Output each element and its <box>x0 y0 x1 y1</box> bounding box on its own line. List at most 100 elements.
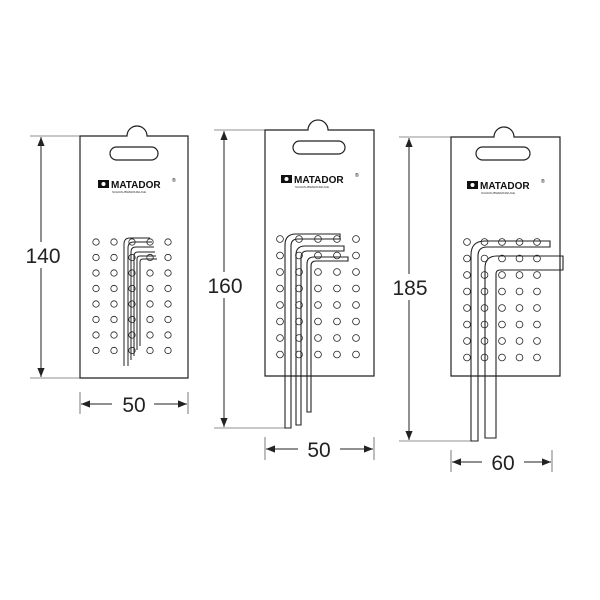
hole <box>314 350 322 359</box>
hole <box>463 254 471 263</box>
pack-1-height-label: 140 <box>25 245 60 268</box>
hole <box>480 238 489 246</box>
pack-1-card <box>79 125 189 379</box>
pack-3-reg: ® <box>541 178 545 185</box>
hole <box>515 271 524 279</box>
hole <box>463 238 471 246</box>
pack-3-width-label-bg <box>482 450 524 474</box>
pack-3-width-label: 60 <box>491 452 514 475</box>
hole <box>164 238 172 246</box>
pack-1-tagline: SCHRAUBWERKZEUGE <box>112 190 146 194</box>
hole <box>110 253 118 262</box>
hole <box>164 253 172 262</box>
hole <box>498 238 506 246</box>
hole <box>533 238 541 246</box>
hole <box>498 304 506 312</box>
hole <box>463 337 471 345</box>
hole <box>515 320 524 329</box>
hole <box>515 304 524 312</box>
hole <box>515 337 524 345</box>
pack-1-brand: MATADOR <box>111 180 161 191</box>
hole <box>92 284 100 293</box>
hole <box>352 334 360 342</box>
pack-2-height-label: 160 <box>207 275 242 298</box>
pack-1-height-label-bg <box>22 242 64 268</box>
pack-2-tagline: SCHRAUBWERKZEUGE <box>295 185 329 189</box>
hole <box>164 300 172 308</box>
hole <box>146 315 154 324</box>
hole <box>314 284 322 293</box>
hole <box>533 287 541 296</box>
hole <box>498 320 506 329</box>
hole <box>276 284 284 293</box>
hole <box>92 315 100 324</box>
hole <box>498 254 506 263</box>
hole <box>463 353 471 362</box>
pack-3-height-label: 185 <box>392 277 427 300</box>
pack-3: MATADOR SCHRAUBWERKZEUGE ® 185 60 <box>388 126 564 475</box>
hole <box>92 253 100 262</box>
pack-1: MATADOR SCHRAUBWERKZEUGE ® 140 50 <box>22 125 189 417</box>
hole <box>314 317 322 326</box>
hole <box>276 317 284 326</box>
hole <box>352 350 360 359</box>
hole <box>92 300 100 308</box>
hole <box>515 287 524 296</box>
hole <box>146 284 154 293</box>
hole <box>110 331 118 339</box>
hole <box>146 269 154 277</box>
hole <box>533 271 541 279</box>
hole <box>463 287 471 296</box>
hole <box>92 238 100 246</box>
hole <box>164 346 172 355</box>
hole <box>110 284 118 293</box>
hole <box>333 317 341 326</box>
logo-mark <box>470 183 475 187</box>
pack-2-keys <box>284 233 349 429</box>
pack-3-brand: MATADOR <box>480 181 530 192</box>
hole <box>110 238 118 246</box>
hole <box>463 304 471 312</box>
pack-3-holes <box>463 238 541 362</box>
hole <box>352 317 360 326</box>
hole <box>164 269 172 277</box>
hole <box>352 284 360 293</box>
hole <box>146 346 154 355</box>
hole <box>276 268 284 276</box>
hole <box>110 346 118 355</box>
hole <box>110 300 118 308</box>
pack-1-holes <box>92 238 172 355</box>
hole <box>146 300 154 308</box>
pack-3-tagline: SCHRAUBWERKZEUGE <box>481 191 515 195</box>
pack-1-width-label-bg <box>112 392 154 416</box>
pack-3-keys <box>470 240 564 442</box>
pack-2: MATADOR SCHRAUBWERKZEUGE ® 160 50 <box>204 119 375 462</box>
hole <box>333 350 341 359</box>
pack-1-hanger-slot <box>109 146 159 161</box>
hole <box>276 301 284 309</box>
hole <box>110 315 118 324</box>
pack-1-width-label: 50 <box>122 394 145 417</box>
pack-3-logo: MATADOR SCHRAUBWERKZEUGE ® <box>467 178 545 195</box>
hole <box>498 287 506 296</box>
hole <box>352 251 360 260</box>
hole <box>164 284 172 293</box>
hole <box>533 337 541 345</box>
hole <box>333 268 341 276</box>
pack-2-height-label-bg <box>204 272 246 298</box>
hole <box>333 251 341 260</box>
hole <box>333 334 341 342</box>
pack-2-logo: MATADOR SCHRAUBWERKZEUGE ® <box>281 172 359 189</box>
hole <box>352 268 360 276</box>
pack-1-keys <box>123 237 157 366</box>
hole <box>276 350 284 359</box>
hole <box>146 331 154 339</box>
pack-3-height-label-bg <box>388 274 432 300</box>
hole <box>164 331 172 339</box>
hole <box>314 301 322 309</box>
hole <box>276 334 284 342</box>
pack-2-reg: ® <box>355 172 359 179</box>
hole <box>276 251 284 260</box>
pack-2-hanger-slot <box>292 140 346 155</box>
hole <box>515 353 524 362</box>
